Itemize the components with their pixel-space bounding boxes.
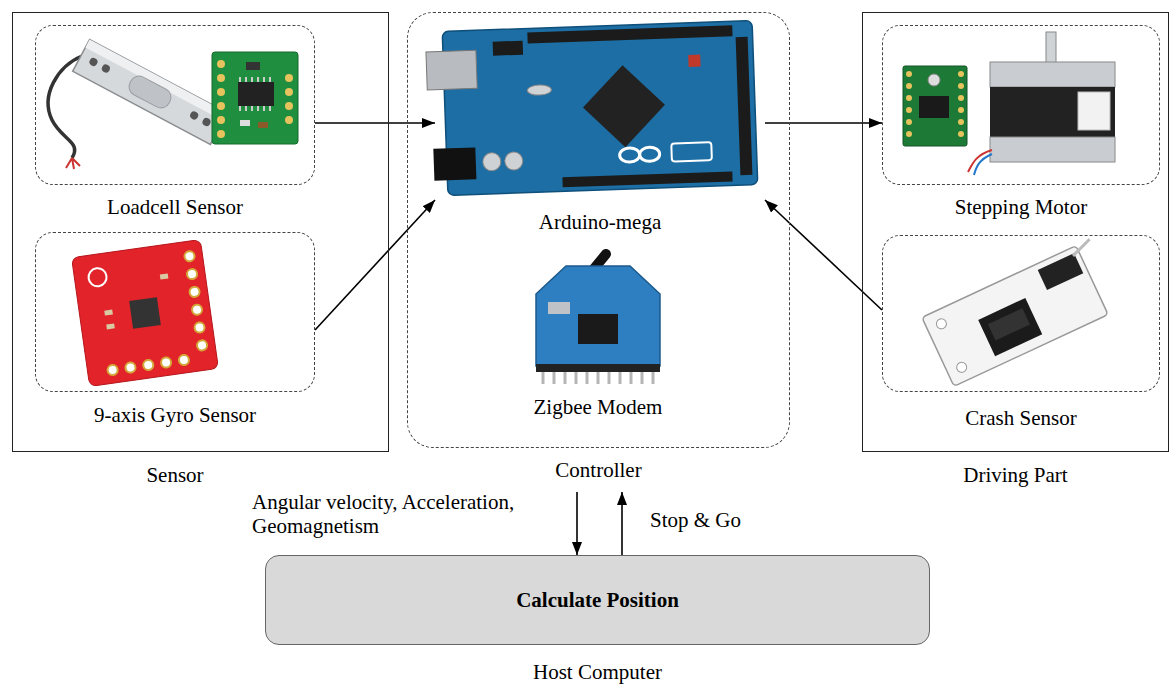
arduino-board-illustration bbox=[425, 21, 758, 196]
arrow-connector bbox=[765, 200, 882, 310]
arrow-connector bbox=[765, 122, 882, 124]
group-panel: Driving Part Stepping MotorCrash Sensor bbox=[862, 12, 1169, 490]
amplifier-board-illustration bbox=[212, 52, 298, 144]
signal-label: Angular velocity, Acceleration, Geomagne… bbox=[252, 490, 567, 538]
group-heading: Controller bbox=[407, 458, 790, 482]
arrow-connector bbox=[315, 200, 435, 330]
arrow-connector bbox=[621, 492, 623, 555]
component-label: Loadcell Sensor bbox=[35, 195, 315, 219]
stepper-motor-illustration bbox=[968, 32, 1115, 175]
arrow-connector bbox=[315, 122, 435, 124]
component-label: Crash Sensor bbox=[882, 406, 1160, 430]
box-outline bbox=[35, 232, 315, 392]
group-heading: Driving Part bbox=[862, 463, 1169, 487]
box-outline bbox=[882, 235, 1160, 392]
group-heading: Host Computer bbox=[265, 660, 930, 684]
component-box: Stepping Motor bbox=[882, 25, 1160, 222]
loadcell-illustration bbox=[48, 39, 227, 169]
signal-label: Stop & Go bbox=[650, 508, 790, 532]
box-outline bbox=[882, 25, 1160, 185]
gyro-board-illustration bbox=[72, 240, 219, 387]
modem-module: Zigbee Modem bbox=[500, 255, 696, 420]
component-label: Arduino-mega bbox=[435, 210, 765, 234]
group-panel: Controller Arduino-megaZigbee Modem bbox=[407, 12, 790, 492]
group-panel: Sensor Loadcell Sensor 9-axis Gyro Sensor bbox=[12, 12, 389, 490]
controller-board: Arduino-mega bbox=[435, 18, 765, 236]
stepper-driver-illustration bbox=[903, 66, 967, 146]
component-box: Loadcell Sensor bbox=[35, 25, 315, 222]
arrow-connector bbox=[576, 492, 578, 555]
group-heading: Sensor bbox=[12, 463, 338, 487]
box-outline bbox=[862, 12, 1169, 452]
component-label: 9-axis Gyro Sensor bbox=[35, 403, 315, 427]
component-box: 9-axis Gyro Sensor bbox=[35, 232, 315, 429]
process-box: Calculate PositionHost Computer bbox=[265, 555, 930, 685]
component-label: Stepping Motor bbox=[882, 195, 1160, 219]
box-outline bbox=[35, 25, 315, 185]
crash-sensor-illustration bbox=[922, 239, 1122, 386]
zigbee-module-illustration bbox=[536, 254, 660, 384]
component-box: Crash Sensor bbox=[882, 235, 1160, 431]
process-label: Calculate Position bbox=[265, 588, 930, 612]
component-label: Zigbee Modem bbox=[500, 395, 696, 419]
